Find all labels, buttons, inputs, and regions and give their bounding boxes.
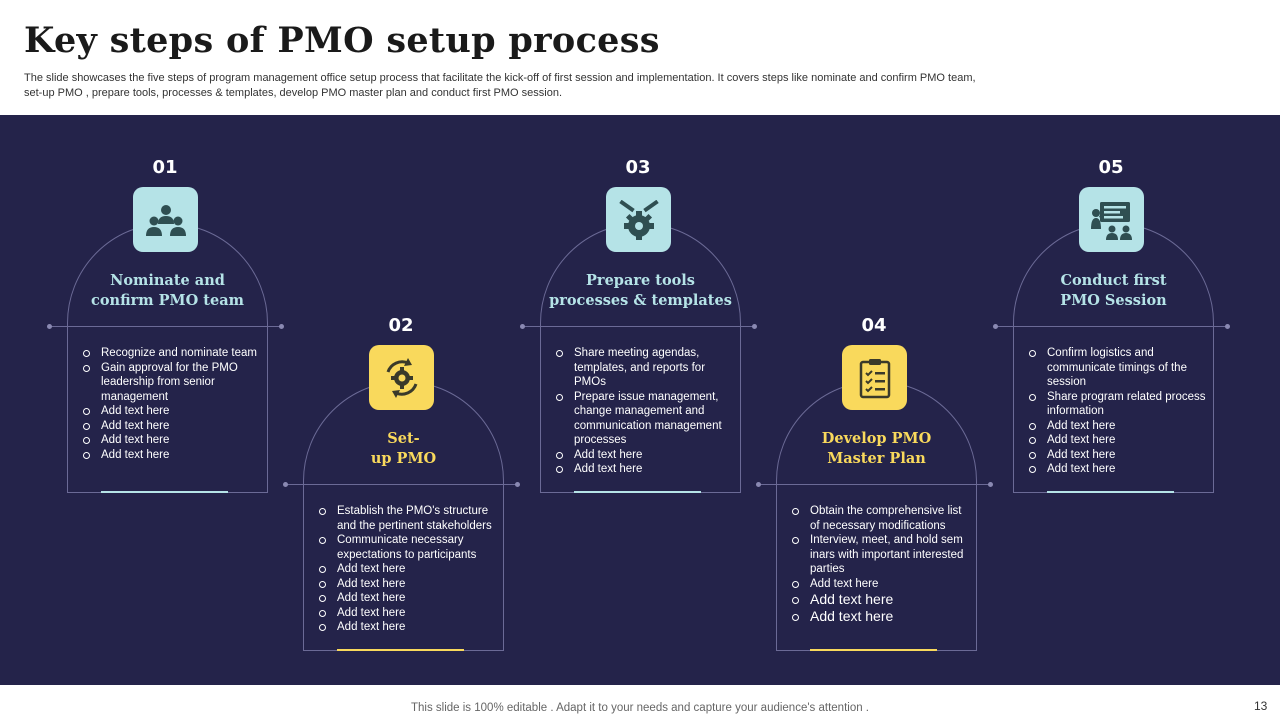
step-divider xyxy=(285,484,519,485)
step-1: 01 Nominate and confirm PMO team Recogni… xyxy=(47,157,301,577)
slide-header: Key steps of PMO setup process The slide… xyxy=(0,0,1280,115)
accent-underline xyxy=(810,649,937,651)
title-line: confirm PMO team xyxy=(91,292,244,309)
accent-underline xyxy=(574,491,701,493)
step-5: 05 Conduct first PMO Session xyxy=(993,157,1247,577)
divider-dot xyxy=(752,324,757,329)
step-bullets: Establish the PMO's structure and the pe… xyxy=(317,504,499,635)
title-line: processes & templates xyxy=(549,292,732,309)
bullet-item: Add text here xyxy=(554,462,736,477)
bullet-item: Share program related process informatio… xyxy=(1027,390,1209,419)
step-title: Prepare tools processes & templates xyxy=(540,271,741,311)
bullet-item: Communicate necessary expectations to pa… xyxy=(317,533,499,562)
title-line: Conduct first xyxy=(1060,272,1167,289)
accent-underline xyxy=(101,491,228,493)
presentation-icon xyxy=(1079,187,1144,252)
bullet-item: Add text here xyxy=(317,562,499,577)
bullet-item: Obtain the comprehensive list of necessa… xyxy=(790,504,972,533)
title-line: Nominate and xyxy=(110,272,225,289)
team-icon xyxy=(133,187,198,252)
title-line: PMO Session xyxy=(1060,292,1167,309)
step-number: 05 xyxy=(1098,157,1124,178)
tools-gear-icon xyxy=(606,187,671,252)
bullet-item: Add text here xyxy=(317,620,499,635)
title-line: Develop PMO xyxy=(821,430,932,447)
title-line: Prepare tools xyxy=(586,272,695,289)
bullet-item: Add text here xyxy=(790,608,972,625)
page-number: 13 xyxy=(1254,699,1268,713)
footer-note: This slide is 100% editable . Adapt it t… xyxy=(410,702,869,714)
page-subtitle: The slide showcases the five steps of pr… xyxy=(24,72,976,99)
bullet-item: Add text here xyxy=(554,448,736,463)
bullet-item: Interview, meet, and hold sem inars with… xyxy=(790,533,972,577)
bullet-item: Add text here xyxy=(1027,419,1209,434)
bullet-item: Add text here xyxy=(790,591,972,608)
bullet-item: Confirm logistics and communicate timing… xyxy=(1027,346,1209,390)
bullet-item: Add text here xyxy=(317,606,499,621)
divider-dot xyxy=(520,324,525,329)
bullet-item: Add text here xyxy=(1027,448,1209,463)
divider-dot xyxy=(279,324,284,329)
bullet-item: Recognize and nominate team xyxy=(81,346,263,361)
step-number: 01 xyxy=(152,157,178,178)
title-line: Set- xyxy=(387,430,420,447)
divider-dot xyxy=(756,482,761,487)
bullet-item: Gain approval for the PMO leadership fro… xyxy=(81,361,263,405)
step-title: Develop PMO Master Plan xyxy=(776,429,977,469)
bullet-item: Share meeting agendas, templates, and re… xyxy=(554,346,736,390)
bullet-item: Add text here xyxy=(1027,433,1209,448)
checklist-icon xyxy=(842,345,907,410)
bullet-item: Add text here xyxy=(81,419,263,434)
step-2: 02 Set- up PMO Establish the PMO's stru xyxy=(283,315,537,720)
divider-dot xyxy=(47,324,52,329)
step-number: 04 xyxy=(861,315,887,336)
divider-dot xyxy=(283,482,288,487)
bullet-item: Add text here xyxy=(790,577,972,592)
bullet-item: Add text here xyxy=(81,448,263,463)
step-4: 04 Develop PMO Master Plan Obtain the co… xyxy=(756,315,1010,720)
step-bullets: Confirm logistics and communicate timing… xyxy=(1027,346,1209,477)
divider-dot xyxy=(1225,324,1230,329)
accent-underline xyxy=(337,649,464,651)
step-bullets: Recognize and nominate team Gain approva… xyxy=(81,346,263,462)
page-title: Key steps of PMO setup process xyxy=(24,20,660,61)
step-title: Conduct first PMO Session xyxy=(1013,271,1214,311)
bullet-item: Prepare issue management, change managem… xyxy=(554,390,736,448)
step-divider xyxy=(758,484,992,485)
bullet-item: Add text here xyxy=(317,591,499,606)
step-divider xyxy=(995,326,1229,327)
step-bullets: Share meeting agendas, templates, and re… xyxy=(554,346,736,477)
step-number: 02 xyxy=(388,315,414,336)
bullet-item: Add text here xyxy=(81,433,263,448)
bullet-item: Establish the PMO's structure and the pe… xyxy=(317,504,499,533)
cycle-gear-icon xyxy=(369,345,434,410)
divider-dot xyxy=(515,482,520,487)
step-title: Nominate and confirm PMO team xyxy=(67,271,268,311)
bullet-item: Add text here xyxy=(317,577,499,592)
bullet-item: Add text here xyxy=(81,404,263,419)
step-divider xyxy=(522,326,756,327)
step-divider xyxy=(49,326,283,327)
title-line: Master Plan xyxy=(827,450,926,467)
step-title: Set- up PMO xyxy=(303,429,504,469)
step-number: 03 xyxy=(625,157,651,178)
title-line: up PMO xyxy=(370,450,437,467)
step-bullets: Obtain the comprehensive list of necessa… xyxy=(790,504,972,625)
accent-underline xyxy=(1047,491,1174,493)
divider-dot xyxy=(988,482,993,487)
divider-dot xyxy=(993,324,998,329)
bullet-item: Add text here xyxy=(1027,462,1209,477)
step-3: 03 Prepare tools processes & templates S… xyxy=(520,157,774,577)
